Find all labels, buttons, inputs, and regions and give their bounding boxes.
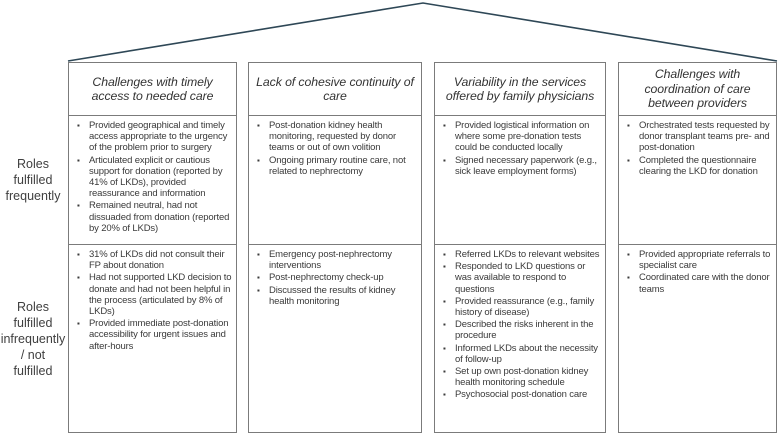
theme-column-1: Challenges with timely access to needed … <box>68 62 237 433</box>
theme-column-3: Variability in the services offered by f… <box>434 62 606 433</box>
column-header: Variability in the services offered by f… <box>435 63 605 116</box>
bullet-list-infrequent: Provided appropriate referrals to specia… <box>626 249 772 295</box>
bullet-item: Completed the questionnaire clearing the… <box>626 155 772 177</box>
bullet-item: Set up own post-donation kidney health m… <box>442 366 601 388</box>
section-roles-fulfilled-infrequently: Referred LKDs to relevant websitesRespon… <box>435 245 605 432</box>
row-label-infrequent: Roles fulfilled infrequently / not fulfi… <box>0 299 66 378</box>
bullet-item: Provided immediate post-donation accessi… <box>76 318 232 352</box>
bullet-item: Psychosocial post-donation care <box>442 389 601 400</box>
section-roles-fulfilled-infrequently: Provided appropriate referrals to specia… <box>619 245 776 432</box>
bullet-item: Remained neutral, had not dissuaded from… <box>76 200 232 234</box>
bullet-item: Emergency post-nephrectomy interventions <box>256 249 417 271</box>
bullet-item: Articulated explicit or cautious support… <box>76 155 232 200</box>
bullet-item: Provided reassurance (e.g., family histo… <box>442 296 601 318</box>
section-roles-fulfilled-frequently: Provided logistical information on where… <box>435 116 605 245</box>
bullet-list-infrequent: 31% of LKDs did not consult their FP abo… <box>76 249 232 352</box>
bullet-list-infrequent: Referred LKDs to relevant websitesRespon… <box>442 249 601 401</box>
bullet-list-frequent: Post-donation kidney health monitoring, … <box>256 120 417 177</box>
bullet-list-infrequent: Emergency post-nephrectomy interventions… <box>256 249 417 307</box>
section-roles-fulfilled-frequently: Provided geographical and timely access … <box>69 116 236 245</box>
bullet-item: Coordinated care with the donor teams <box>626 272 772 294</box>
section-roles-fulfilled-infrequently: 31% of LKDs did not consult their FP abo… <box>69 245 236 432</box>
bullet-list-frequent: Orchestrated tests requested by donor tr… <box>626 120 772 177</box>
section-roles-fulfilled-infrequently: Emergency post-nephrectomy interventions… <box>249 245 421 432</box>
row-label-frequent: Roles fulfilled frequently <box>5 156 61 203</box>
bullet-item: Responded to LKD questions or was availa… <box>442 261 601 295</box>
section-roles-fulfilled-frequently: Post-donation kidney health monitoring, … <box>249 116 421 245</box>
column-header: Challenges with timely access to needed … <box>69 63 236 116</box>
bullet-item: Referred LKDs to relevant websites <box>442 249 601 260</box>
bullet-item: Post-donation kidney health monitoring, … <box>256 120 417 154</box>
bullet-item: Had not supported LKD decision to donate… <box>76 272 232 317</box>
bullet-item: Described the risks inherent in the proc… <box>442 319 601 341</box>
section-roles-fulfilled-frequently: Orchestrated tests requested by donor tr… <box>619 116 776 245</box>
theme-column-2: Lack of cohesive continuity of care Post… <box>248 62 422 433</box>
bullet-item: Provided logistical information on where… <box>442 120 601 154</box>
bullet-list-frequent: Provided logistical information on where… <box>442 120 601 177</box>
column-header: Lack of cohesive continuity of care <box>249 63 421 116</box>
bullet-item: Provided appropriate referrals to specia… <box>626 249 772 271</box>
bullet-item: Provided geographical and timely access … <box>76 120 232 154</box>
bullet-item: Discussed the results of kidney health m… <box>256 285 417 307</box>
bullet-list-frequent: Provided geographical and timely access … <box>76 120 232 234</box>
bullet-item: 31% of LKDs did not consult their FP abo… <box>76 249 232 271</box>
bullet-item: Orchestrated tests requested by donor tr… <box>626 120 772 154</box>
bullet-item: Ongoing primary routine care, not relate… <box>256 155 417 177</box>
column-header: Challenges with coordination of care bet… <box>619 63 776 116</box>
bullet-item: Signed necessary paperwork (e.g., sick l… <box>442 155 601 177</box>
bullet-item: Informed LKDs about the necessity of fol… <box>442 343 601 365</box>
theme-column-4: Challenges with coordination of care bet… <box>618 62 777 433</box>
bullet-item: Post-nephrectomy check-up <box>256 272 417 283</box>
